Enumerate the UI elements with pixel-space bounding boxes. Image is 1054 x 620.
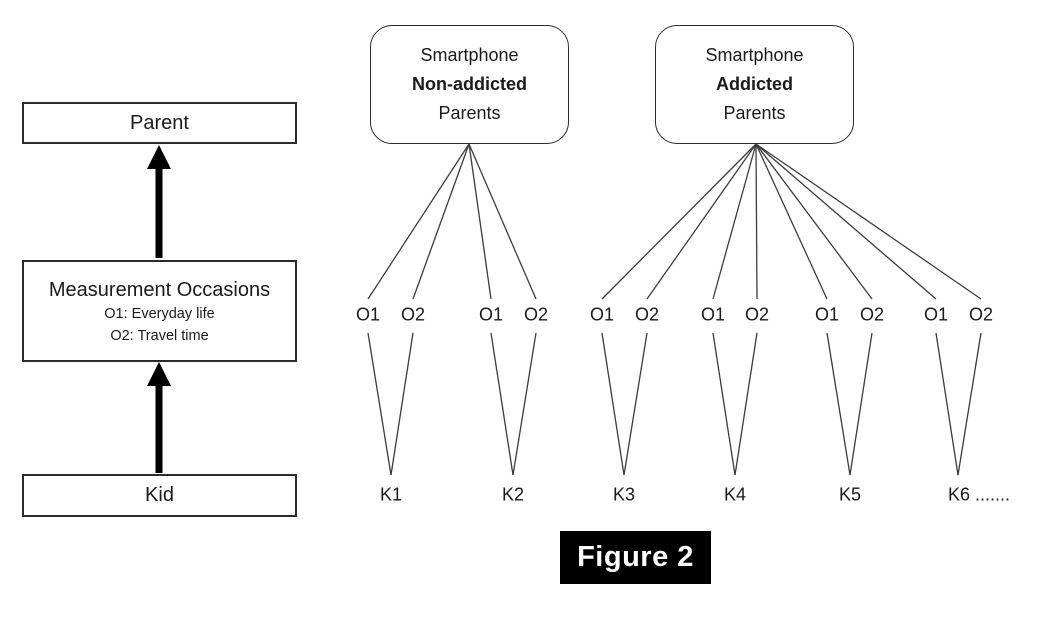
parent-to-occasion-line — [367, 143, 470, 300]
occasion-to-kid-line — [957, 332, 982, 476]
kid-box: Kid — [22, 474, 297, 517]
parent-to-occasion-line — [755, 143, 982, 300]
occasion-label: O2 — [523, 304, 549, 325]
parent-to-occasion-line — [755, 143, 937, 300]
occasion-to-kid-line — [712, 332, 736, 476]
occasion-definition-o1: O1: Everyday life — [104, 305, 215, 322]
occasion-to-kid-line — [601, 332, 625, 476]
parent-to-occasion-line — [468, 143, 492, 300]
parent-to-occasion-line — [712, 143, 757, 300]
occasion-to-kid-line — [935, 332, 959, 476]
occasion-to-kid-line — [734, 332, 758, 476]
parent-to-occasion-line — [755, 143, 828, 300]
group-name-line: Smartphone — [705, 44, 804, 65]
occasion-label: O1 — [355, 304, 381, 325]
occasion-label: O1 — [589, 304, 615, 325]
parent-to-occasion-line — [601, 143, 757, 300]
upward-arrow-kid-to-occasions — [147, 362, 171, 473]
occasion-label: O2 — [400, 304, 426, 325]
occasion-to-kid-line — [367, 332, 392, 476]
occasion-label: O2 — [634, 304, 660, 325]
kid-label: K2 — [501, 484, 525, 505]
occasion-label: O2 — [859, 304, 885, 325]
occasion-label: O2 — [968, 304, 994, 325]
occasion-label: O2 — [744, 304, 770, 325]
parent-to-occasion-line — [646, 143, 757, 300]
measurement-occasions-title: Measurement Occasions — [48, 278, 271, 301]
parent-box: Parent — [22, 102, 297, 144]
occasion-label: O1 — [478, 304, 504, 325]
group-name-line: Smartphone — [420, 44, 519, 65]
occasion-definition-o2: O2: Travel time — [110, 327, 209, 344]
group-name-line-bold: Non-addicted — [412, 73, 527, 94]
kid-label: K3 — [612, 484, 636, 505]
occasion-to-kid-line — [390, 332, 414, 476]
occasion-label: O1 — [814, 304, 840, 325]
addicted-parents-box: Smartphone Addicted Parents — [655, 25, 854, 144]
group-name-line: Parents — [723, 103, 786, 124]
figure-caption-text: Figure 2 — [577, 541, 694, 573]
parent-to-occasion-line — [412, 143, 470, 300]
parent-to-occasion-line — [468, 143, 537, 300]
occasion-to-kid-line — [849, 332, 873, 476]
occasion-label: O1 — [923, 304, 949, 325]
occasion-to-kid-line — [512, 332, 537, 476]
kid-label: K6 ....... — [947, 484, 1011, 505]
parent-to-occasion-line — [755, 143, 758, 300]
occasion-label: O1 — [700, 304, 726, 325]
occasion-to-kid-line — [490, 332, 514, 476]
group-name-line: Parents — [438, 103, 501, 124]
kid-label: K5 — [838, 484, 862, 505]
parent-box-label: Parent — [130, 111, 189, 134]
non-addicted-parents-box: Smartphone Non-addicted Parents — [370, 25, 569, 144]
group-name-line-bold: Addicted — [715, 73, 793, 94]
upward-arrow-occasions-to-parent — [147, 145, 171, 258]
parent-to-occasion-line — [755, 143, 873, 300]
measurement-occasions-box: Measurement Occasions O1: Everyday life … — [22, 260, 297, 362]
figure-caption: Figure 2 — [560, 531, 711, 584]
occasion-to-kid-line — [623, 332, 648, 476]
occasion-to-kid-line — [826, 332, 851, 476]
kid-box-label: Kid — [145, 484, 174, 506]
kid-label: K1 — [379, 484, 403, 505]
kid-label: K4 — [723, 484, 747, 505]
